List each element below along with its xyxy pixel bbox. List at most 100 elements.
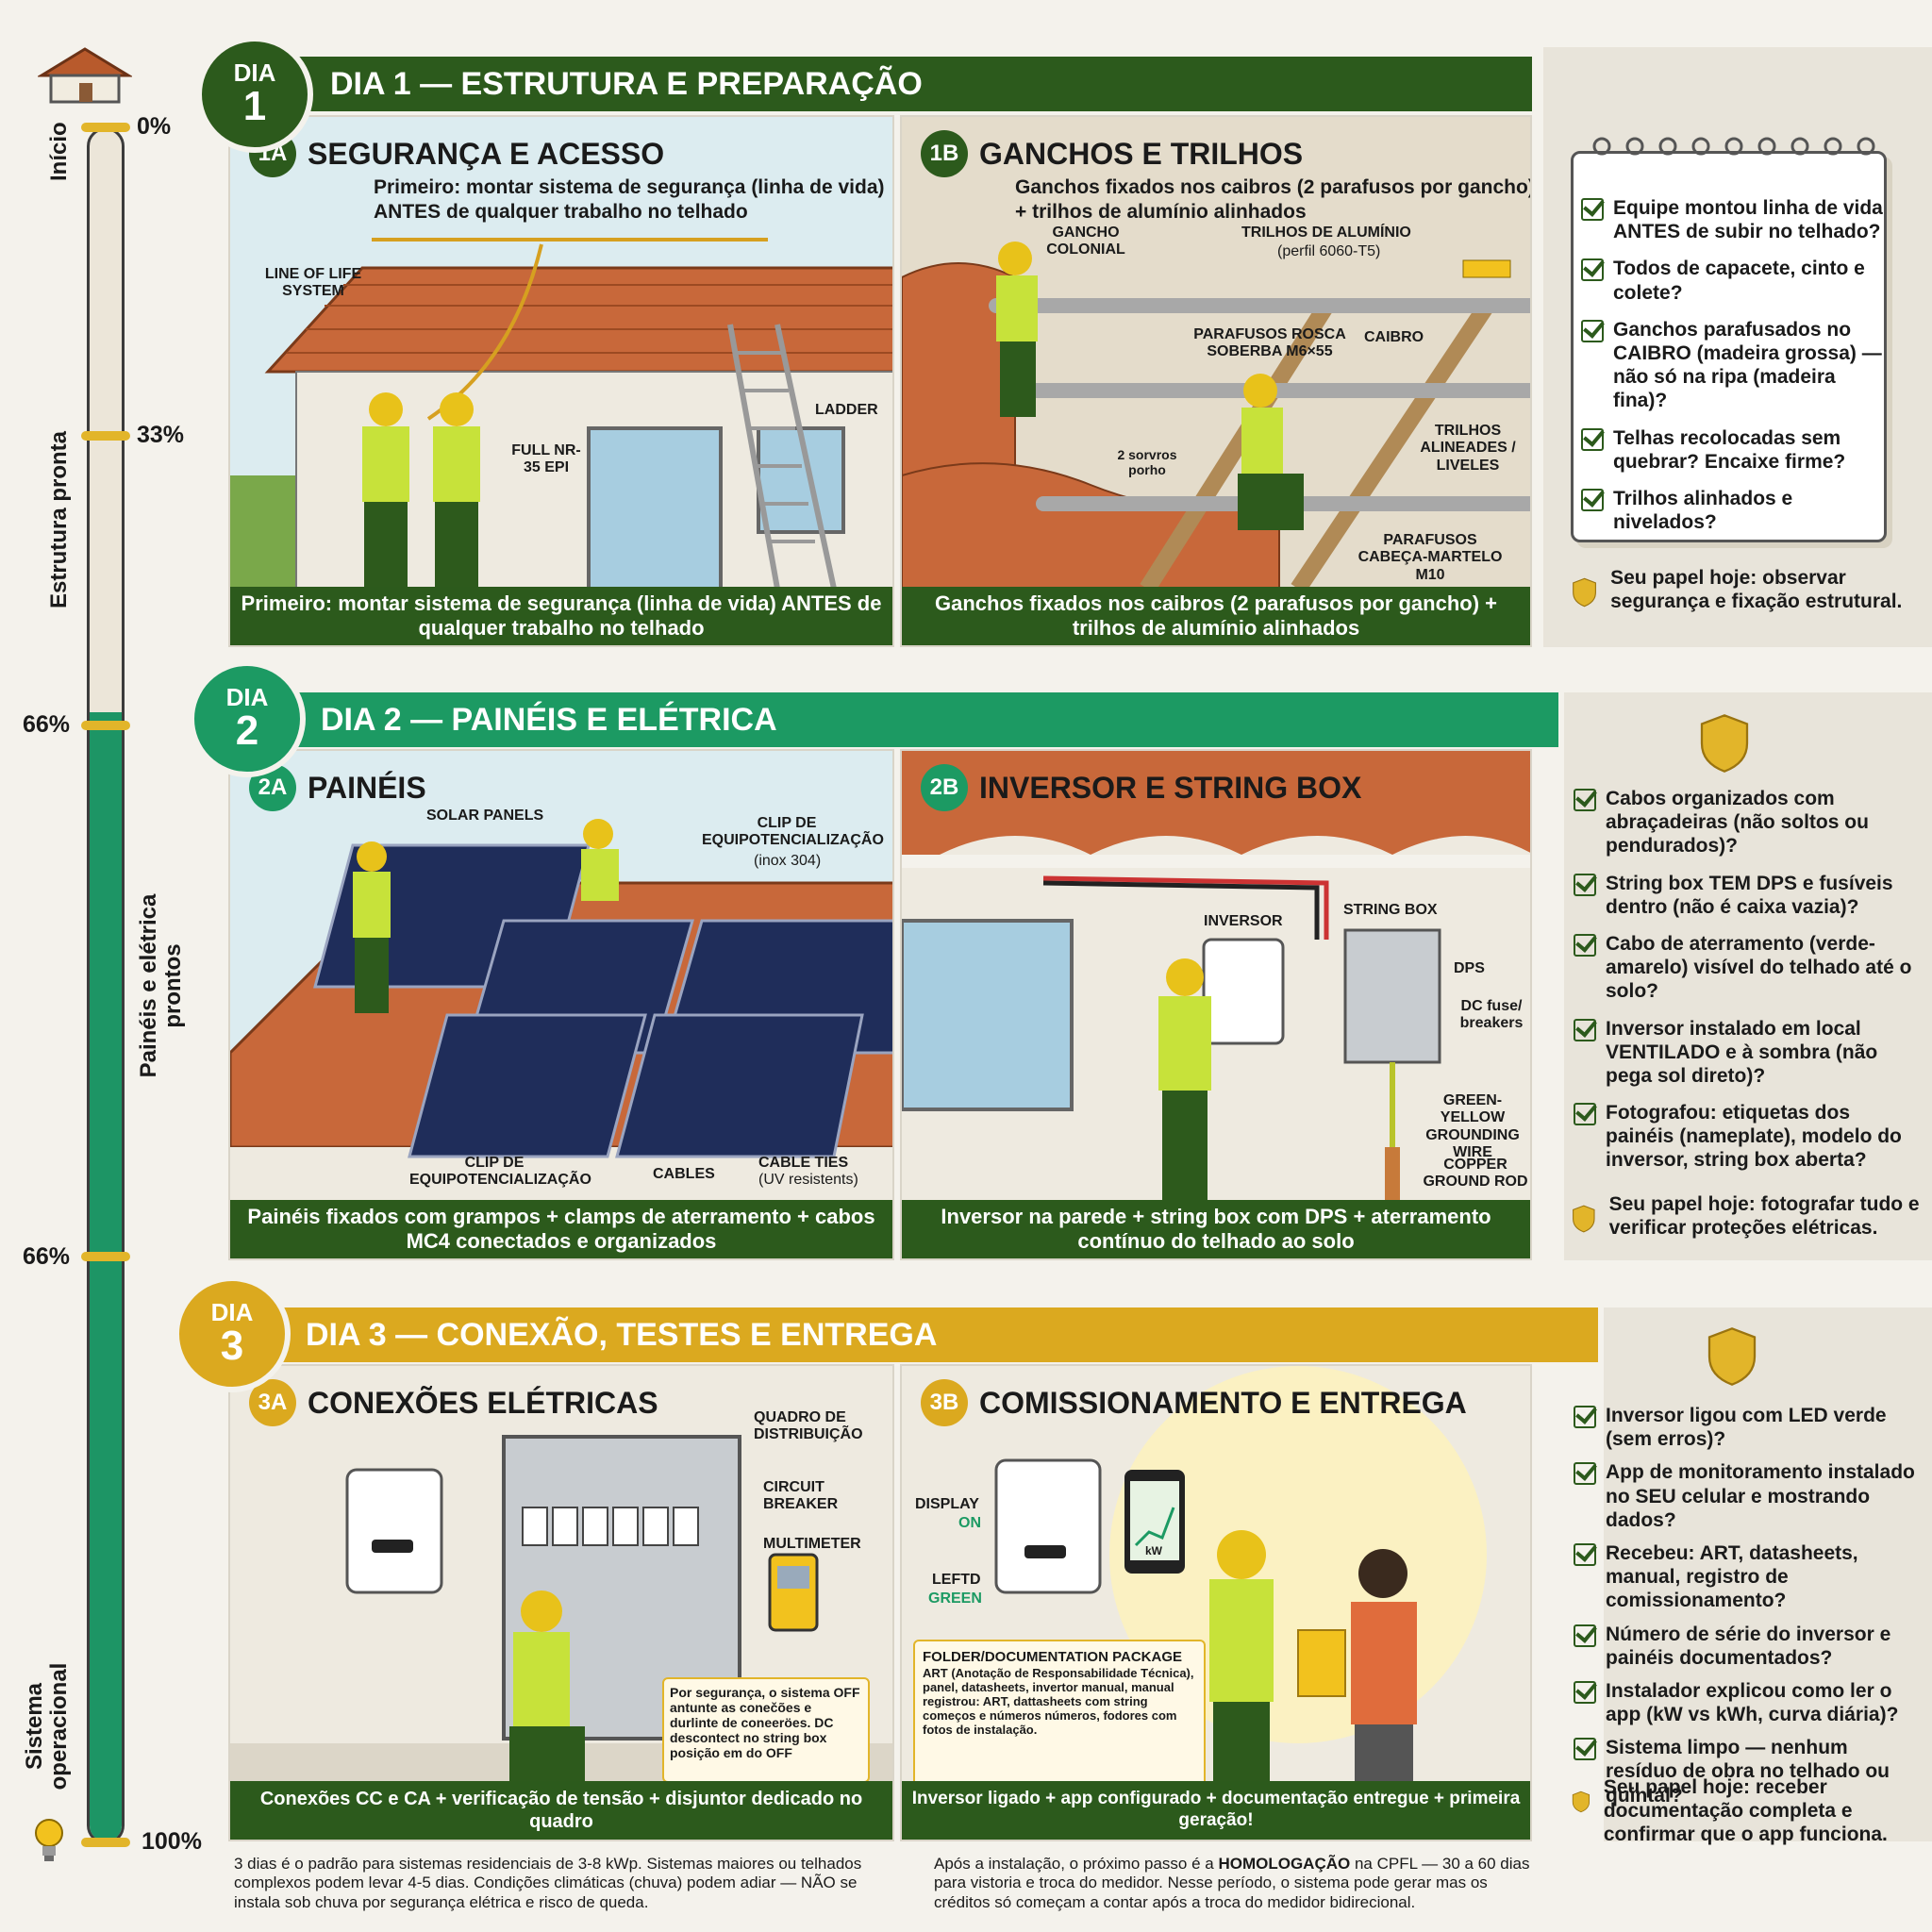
day3-title-bar: DIA 3 — CONEXÃO, TESTES E ENTREGA <box>204 1307 1598 1362</box>
stage-label-operacional: Sistema operacional <box>22 1662 73 1790</box>
label-dc-fuse: DC fuse/ breakers <box>1459 998 1524 1032</box>
footer-right-bold: HOMOLOGAÇÃO <box>1218 1855 1351 1873</box>
checkbox-icon <box>1574 1738 1596 1761</box>
shield-icon <box>1572 1790 1591 1813</box>
checkbox-icon <box>1581 488 1604 511</box>
checklist-text: Inversor ligou com LED verde (sem erros)… <box>1606 1405 1887 1451</box>
day1-title: DIA 1 — ESTRUTURA E PREPARAÇÃO <box>330 65 923 102</box>
checklist-item[interactable]: App de monitoramento instalado no SEU ce… <box>1574 1460 1923 1532</box>
day1-badge-label: DIA <box>233 58 276 87</box>
checklist-text: Equipe montou linha de vida ANTES de sub… <box>1613 197 1883 243</box>
checklist-text: Inversor instalado em local VENTILADO e … <box>1606 1017 1878 1087</box>
stage-label-inicio: Início <box>46 122 72 181</box>
shield-icon <box>1573 1205 1595 1233</box>
shield-icon <box>1700 714 1749 773</box>
checklist-text: Telhas recolocadas sem quebrar? Encaixe … <box>1613 426 1846 473</box>
label-epi: FULL NR-35 EPI <box>511 442 581 476</box>
label-kw: kW <box>1145 1544 1162 1557</box>
day3-checklist: Inversor ligou com LED verde (sem erros)… <box>1574 1404 1923 1817</box>
checklist-item[interactable]: Número de série do inversor e painéis do… <box>1574 1623 1923 1670</box>
panel-1b-heading: 1B GANCHOS E TRILHOS <box>921 130 1303 177</box>
checklist-item[interactable]: Fotografou: etiquetas dos painéis (namep… <box>1574 1101 1913 1173</box>
checklist-text: String box TEM DPS e fusíveis dentro (nã… <box>1606 872 1893 918</box>
checklist-item[interactable]: Telhas recolocadas sem quebrar? Encaixe … <box>1581 426 1883 474</box>
checklist-item[interactable]: Todos de capacete, cinto e colete? <box>1581 257 1883 304</box>
label-trilhos-alinhados: TRILHOS ALINEADES / LIVELES <box>1420 423 1516 474</box>
checkbox-icon <box>1581 427 1604 451</box>
panel-2b-badge: 2B <box>921 764 968 811</box>
progress-label-66b: 66% <box>23 1243 71 1270</box>
label-cables: CABLES <box>653 1166 715 1182</box>
inverter-stringbox-illustration <box>902 751 1530 1223</box>
progress-tick <box>81 431 130 441</box>
label-clip-top: CLIP DE EQUIPOTENCIALIZAÇÃO <box>702 815 884 849</box>
checklist-item[interactable]: Inversor instalado em local VENTILADO e … <box>1574 1017 1913 1089</box>
panel-1a: 1A SEGURANÇA E ACESSO Primeiro: montar s… <box>228 115 894 647</box>
panel-2b-heading: 2B INVERSOR E STRING BOX <box>921 764 1361 811</box>
shield-icon <box>1573 577 1596 608</box>
checklist-item[interactable]: Recebeu: ART, datasheets, manual, regist… <box>1574 1541 1923 1613</box>
checklist-item[interactable]: Equipe montou linha de vida ANTES de sub… <box>1581 196 1883 243</box>
checklist-item[interactable]: Instalador explicou como ler o app (kW v… <box>1574 1679 1923 1726</box>
label-ground-rod: COPPER GROUND ROD <box>1423 1157 1528 1191</box>
checklist-item[interactable]: String box TEM DPS e fusíveis dentro (nã… <box>1574 872 1913 919</box>
label-quadro: QUADRO DE DISTRIBUIÇÃO <box>754 1409 863 1443</box>
panel-3b-title: COMISSIONAMENTO E ENTREGA <box>979 1385 1467 1420</box>
checklist-text: Fotografou: etiquetas dos painéis (namep… <box>1606 1102 1902 1172</box>
panel-1a-caption: Primeiro: montar sistema de segurança (l… <box>230 587 892 645</box>
checklist-item[interactable]: Cabo de aterramento (verde-amarelo) visí… <box>1574 932 1913 1004</box>
panel-1b-caption: Ganchos fixados nos caibros (2 parafusos… <box>902 587 1530 645</box>
checkbox-icon <box>1574 1406 1596 1428</box>
day3-checklist-area <box>1604 1307 1932 1841</box>
checklist-item[interactable]: Trilhos alinhados e nivelados? <box>1581 487 1883 534</box>
checklist-item[interactable]: Inversor ligou com LED verde (sem erros)… <box>1574 1404 1923 1451</box>
progress-tick <box>81 123 130 132</box>
checkbox-icon <box>1581 198 1604 221</box>
folder-body: ART (Anotação de Responsabilidade Técnic… <box>923 1666 1194 1737</box>
safety-note: Por segurança, o sistema OFF antunte as … <box>662 1677 870 1783</box>
panel-2a-badge: 2A <box>249 764 296 811</box>
panel-1a-subtitle: Primeiro: montar sistema de segurança (l… <box>374 176 885 224</box>
day3-badge-label: DIA <box>210 1297 254 1326</box>
panel-3a-badge: 3A <box>249 1379 296 1426</box>
checklist-item[interactable]: Ganchos parafusados no CAIBRO (madeira g… <box>1581 318 1883 413</box>
day1-title-bar: DIA 1 — ESTRUTURA E PREPARAÇÃO <box>228 57 1532 111</box>
progress-label-0: 0% <box>137 113 172 140</box>
label-uv: (UV resistents) <box>758 1172 858 1188</box>
day2-checklist: Cabos organizados com abraçadeiras (não … <box>1574 787 1913 1186</box>
solar-panels-illustration <box>230 819 892 1204</box>
label-inox: (inox 304) <box>754 853 822 869</box>
progress-tick <box>81 1252 130 1261</box>
day2-role-text: Seu papel hoje: fotografar tudo e verifi… <box>1608 1193 1920 1240</box>
checklist-item[interactable]: Sistema limpo — nenhum resíduo de obra n… <box>1574 1736 1923 1807</box>
checkbox-icon <box>1581 258 1604 282</box>
label-green: GREEN <box>928 1591 982 1607</box>
day1-badge: DIA 1 <box>196 36 313 153</box>
label-grounding-wire: GREEN-YELLOW GROUNDING WIRE <box>1425 1092 1520 1161</box>
label-parafusos-martelo: PARAFUSOS CABEÇA-MARTELO M10 <box>1357 532 1503 583</box>
label-perfil: (perfil 6060-T5) <box>1277 243 1381 259</box>
checkbox-icon <box>1574 1542 1596 1566</box>
label-clip-bottom: CLIP DE EQUIPOTENCIALIZAÇÃO <box>409 1155 591 1189</box>
footer-note-right: Após a instalação, o próximo passo é a H… <box>934 1855 1538 1912</box>
folder-title: FOLDER/DOCUMENTATION PACKAGE <box>923 1649 1182 1665</box>
progress-tick <box>81 721 130 730</box>
progress-fill <box>90 711 122 1841</box>
checkbox-icon <box>1574 933 1596 957</box>
label-leftd: LEFTD <box>932 1572 981 1588</box>
checklist-text: Sistema limpo — nenhum resíduo de obra n… <box>1606 1737 1890 1807</box>
checkbox-icon <box>1574 1103 1596 1126</box>
label-gancho: GANCHO COLONIAL <box>1046 225 1125 258</box>
panel-3b-heading: 3B COMISSIONAMENTO E ENTREGA <box>921 1379 1467 1426</box>
progress-rail: 0% 33% 66% 66% 100% Início Estrutura pro… <box>0 0 217 1932</box>
checklist-item[interactable]: Cabos organizados com abraçadeiras (não … <box>1574 787 1913 858</box>
day2-role: Seu papel hoje: fotografar tudo e verifi… <box>1572 1192 1921 1245</box>
panel-3b-badge: 3B <box>921 1379 968 1426</box>
panel-1b-title: GANCHOS E TRILHOS <box>979 136 1304 171</box>
label-display: DISPLAY <box>915 1496 979 1512</box>
day3-title: DIA 3 — CONEXÃO, TESTES E ENTREGA <box>306 1316 938 1353</box>
progress-track <box>87 127 125 1844</box>
day3-role: Seu papel hoje: receber documentação com… <box>1572 1775 1921 1847</box>
checkbox-icon <box>1574 1018 1596 1041</box>
stage-label-estrutura: Estrutura pronta <box>46 430 72 608</box>
